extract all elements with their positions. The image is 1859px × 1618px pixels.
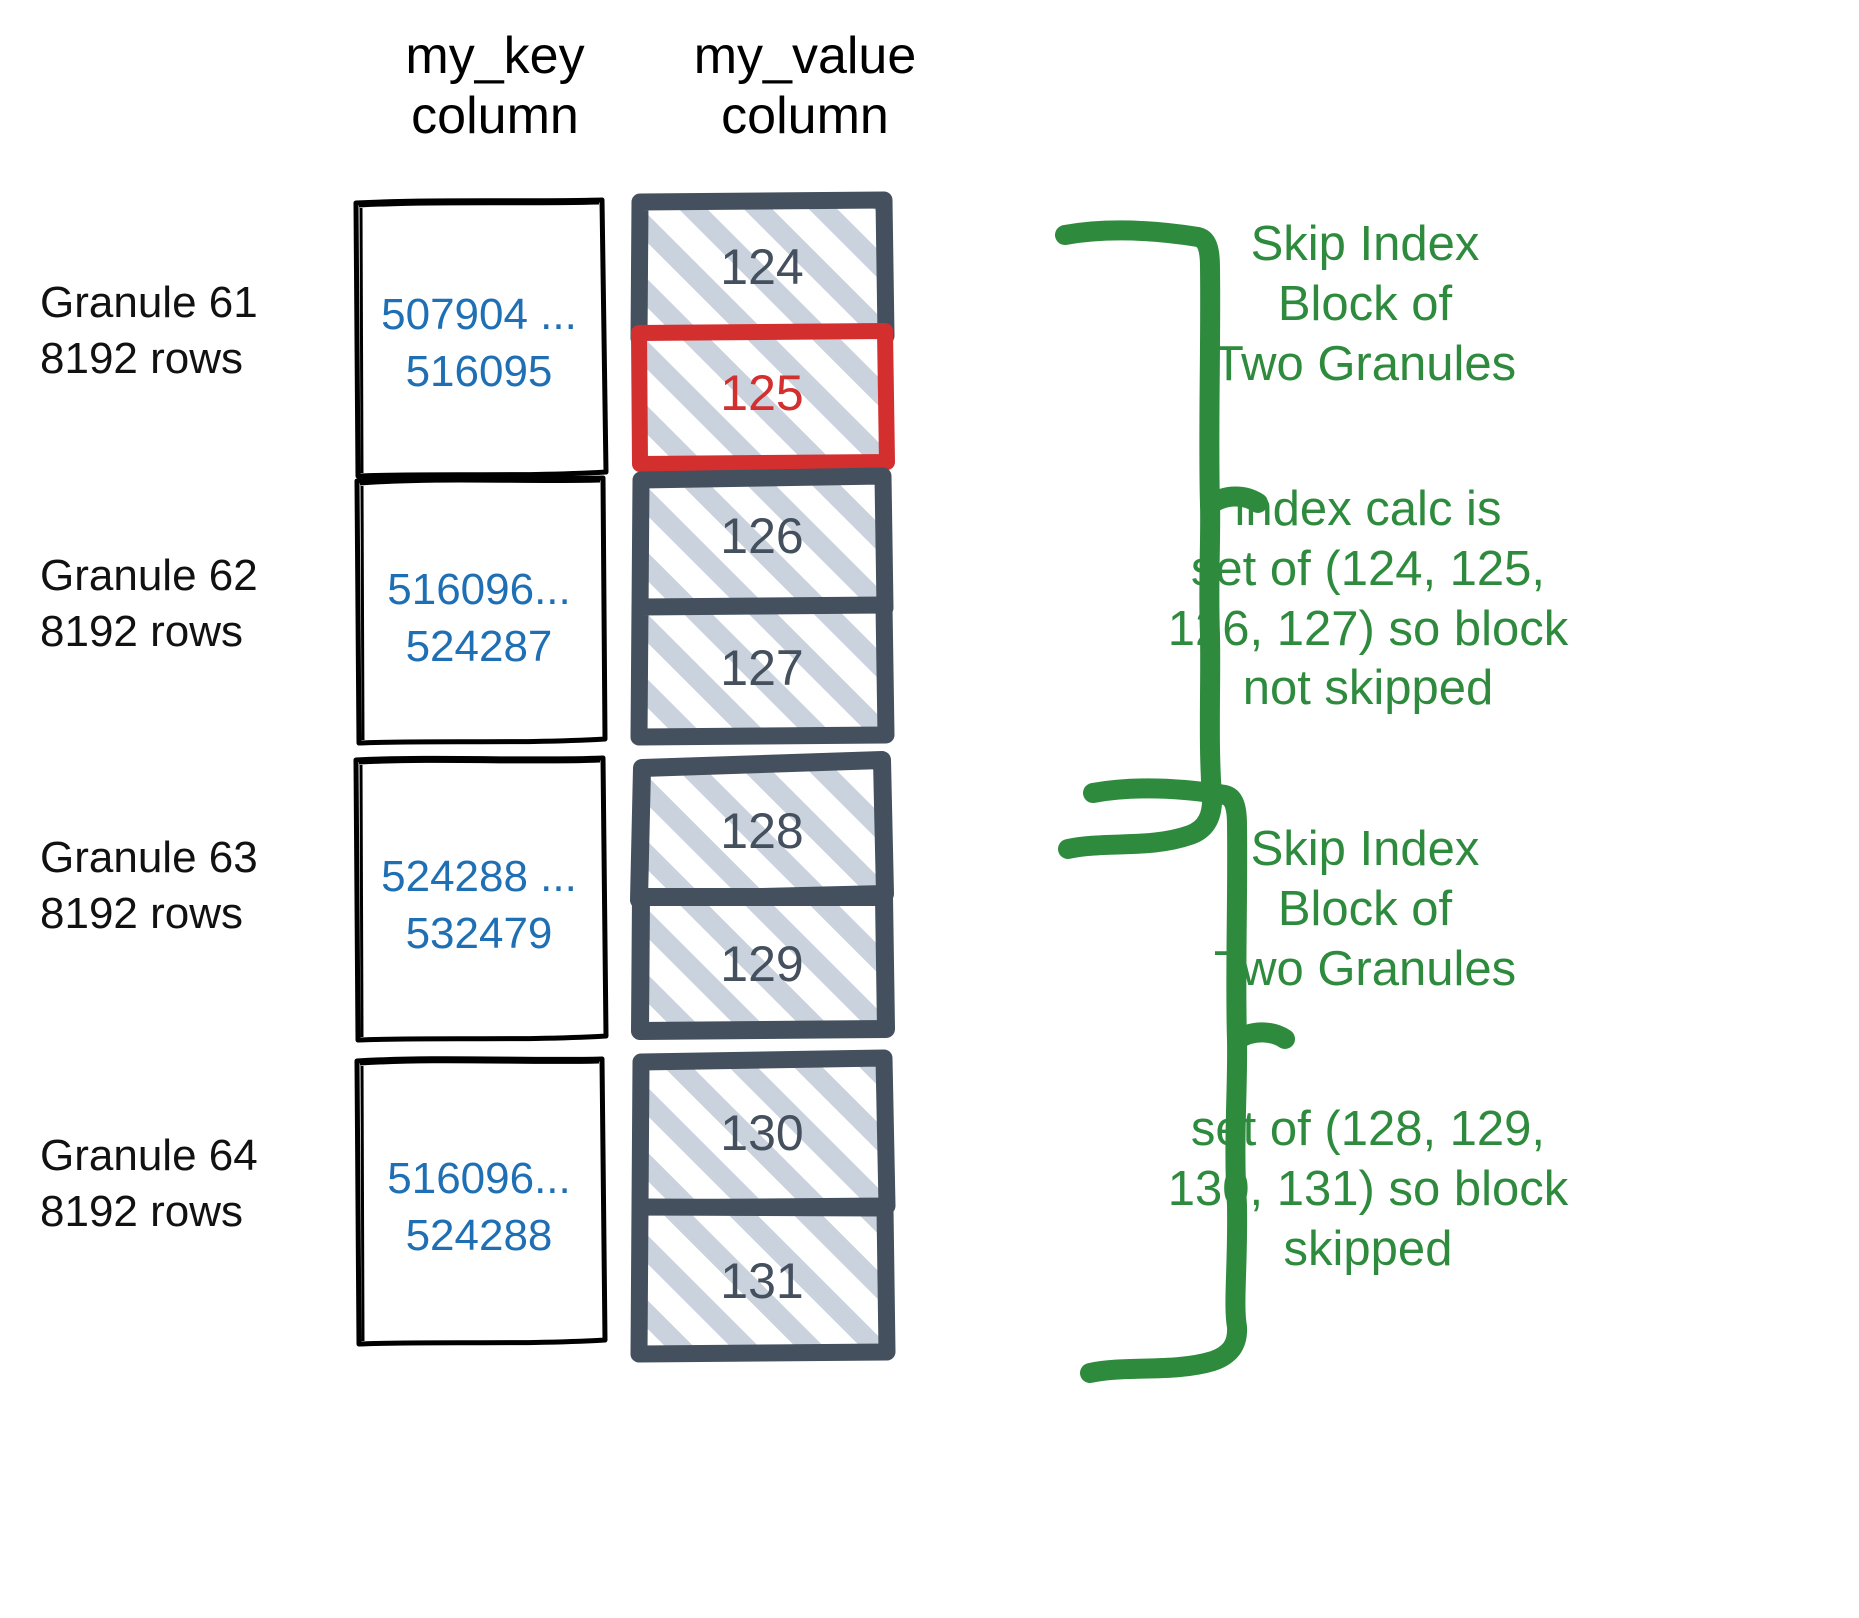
value-cell-129: 129: [631, 888, 895, 1040]
skip-index-bracket-bottom: [1080, 778, 1295, 1383]
value-cell-131: 131: [630, 1198, 896, 1363]
key-box-granule-63: 524288 ... 532479: [353, 755, 609, 1043]
hatch-pattern: [638, 605, 886, 735]
key-box-granule-61: 507904 ... 516095: [353, 197, 609, 479]
value-cell-130: 130: [631, 1049, 896, 1217]
column-header-my-key: my_key column: [405, 27, 585, 146]
value-number-131: 131: [720, 1253, 804, 1309]
annotation-skip-index-block-bottom: Skip Index Block of Two Granules: [1213, 822, 1517, 996]
hatch-pattern: [638, 332, 886, 462]
key-box-granule-62: 516096... 524287: [354, 475, 608, 746]
value-number-126: 126: [720, 508, 804, 564]
hatch-pattern: [638, 477, 886, 608]
value-cell-125-highlighted: 125: [631, 323, 895, 472]
annotation-set-of-skipped: set of (128, 129, 130, 131) so block ski…: [1167, 1102, 1569, 1276]
value-number-125: 125: [720, 365, 804, 421]
value-number-129: 129: [720, 936, 804, 992]
column-header-my-value: my_value column: [693, 27, 917, 146]
granule-label-64: Granule 64 8192 rows: [40, 1131, 258, 1237]
value-number-124: 124: [720, 239, 804, 295]
key-range-granule-63: 524288 ... 532479: [381, 852, 577, 959]
granule-label-61: Granule 61 8192 rows: [40, 278, 258, 384]
key-range-granule-62: 516096... 524287: [387, 565, 571, 672]
value-cell-124: 124: [630, 191, 895, 347]
value-number-127: 127: [720, 640, 804, 696]
value-cell-128: 128: [630, 751, 894, 909]
annotation-index-calc-not-skipped: index calc is set of (124, 125, 126, 127…: [1167, 482, 1569, 716]
value-number-128: 128: [720, 803, 804, 859]
hatch-pattern: [638, 895, 886, 1030]
key-range-granule-61: 507904 ... 516095: [381, 290, 577, 397]
key-range-granule-64: 516096... 524288: [387, 1154, 571, 1261]
skip-index-bracket-top: [1055, 220, 1268, 859]
value-cell-127: 127: [630, 596, 895, 746]
value-cell-126: 126: [631, 467, 894, 620]
key-box-granule-64: 516096... 524288: [354, 1056, 608, 1347]
hatch-pattern: [638, 1206, 886, 1356]
hatch-pattern: [638, 1058, 886, 1208]
granule-label-62: Granule 62 8192 rows: [40, 551, 258, 657]
value-number-130: 130: [720, 1105, 804, 1161]
annotation-skip-index-block-top: Skip Index Block of Two Granules: [1213, 217, 1517, 391]
hatch-pattern: [638, 762, 886, 897]
granule-label-63: Granule 63 8192 rows: [40, 833, 258, 939]
hatch-pattern: [638, 200, 886, 335]
